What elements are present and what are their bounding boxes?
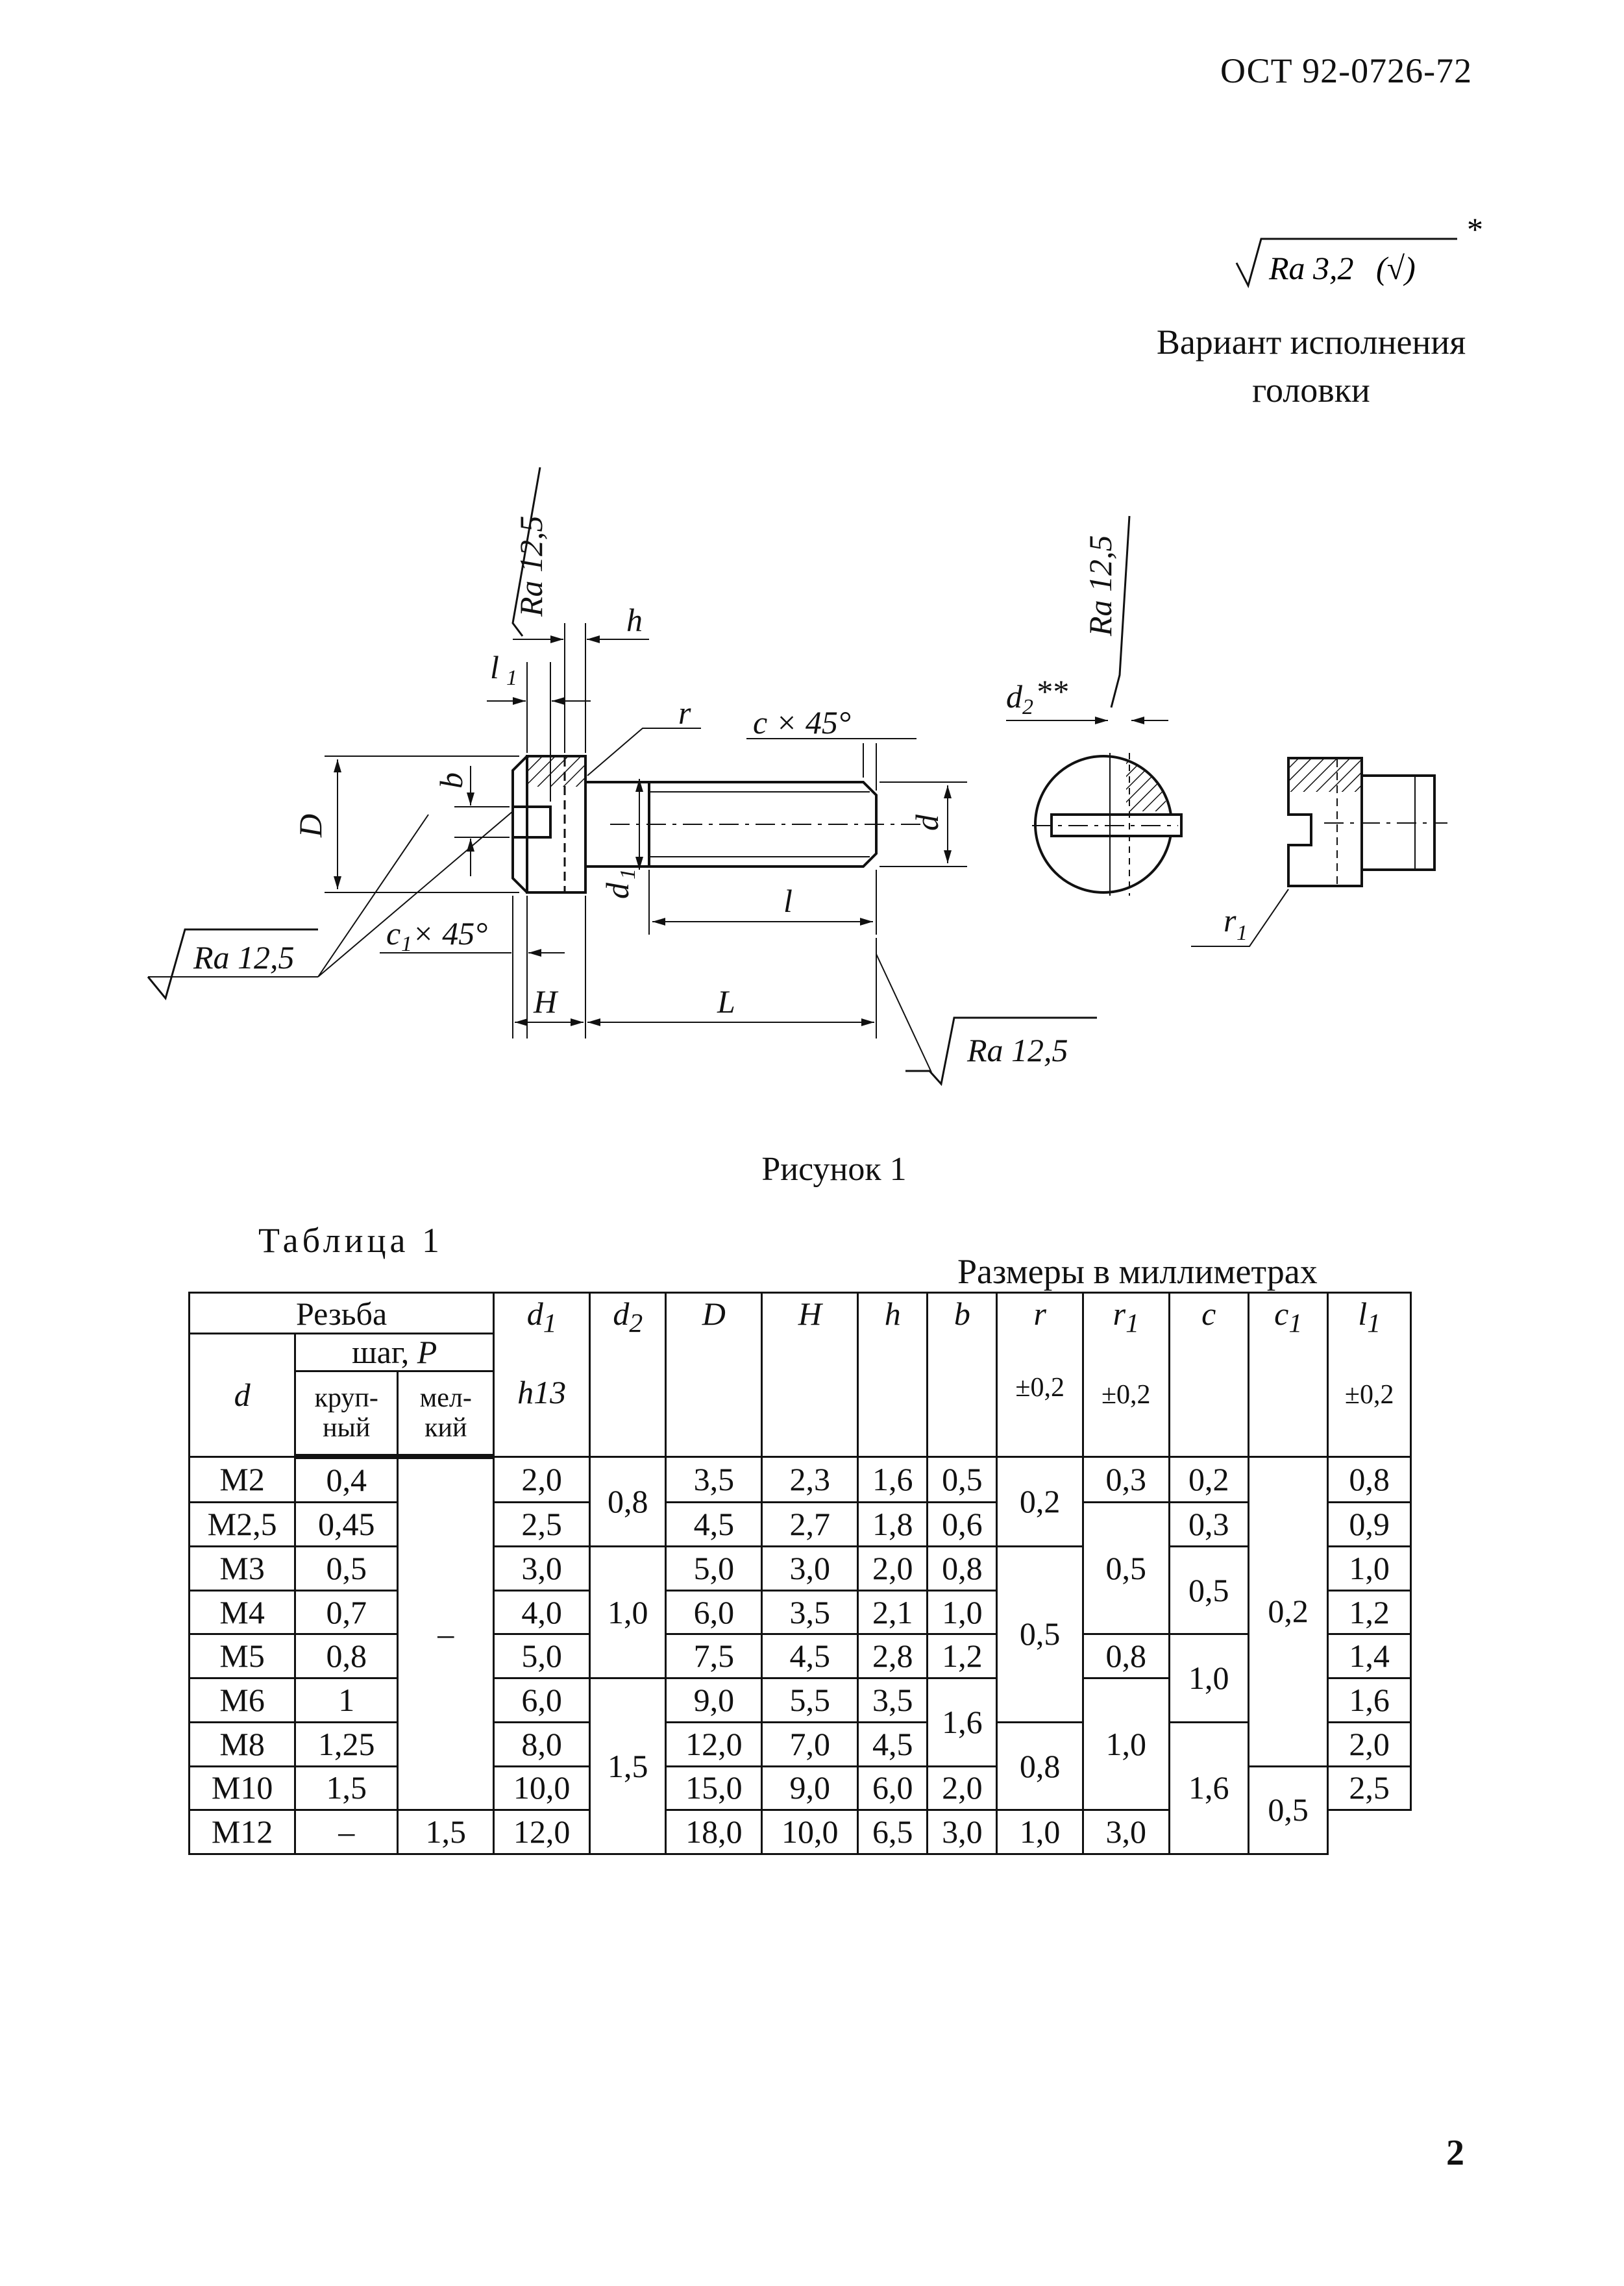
label-ra-bottom: Ra 12,5 — [966, 1032, 1068, 1068]
units-note: Размеры в миллиметрах — [957, 1252, 1318, 1291]
label-r1-sub: 1 — [1236, 921, 1248, 945]
th-D: D — [665, 1292, 763, 1458]
label-r1: r — [1224, 902, 1236, 939]
table-row: M2,5 0,45 2,5 4,5 2,7 1,8 0,6 0,5 0,3 0,… — [188, 1501, 1412, 1636]
label-d2: d — [1006, 678, 1023, 715]
table-row: M12 – 1,5 12,0 18,0 10,0 6,5 3,0 1,0 3,0 — [188, 1809, 1411, 1855]
top-view — [1006, 515, 1183, 896]
th-H: H — [761, 1292, 859, 1458]
th-r: r±0,2 — [996, 1292, 1084, 1458]
table-row: M5 0,8 5,0 7,5 4,5 2,8 1,2 0,8 1,0 1,4 — [188, 1633, 1412, 1723]
variant-caption-line2: головки — [1252, 371, 1370, 410]
label-ra-head: Ra 12,5 — [513, 515, 549, 617]
label-c1: c — [386, 915, 400, 952]
th-c: c — [1168, 1292, 1249, 1458]
figure-caption: Рисунок 1 — [761, 1151, 907, 1188]
label-l1: l — [490, 649, 499, 685]
head-variant-view — [1191, 757, 1447, 947]
table-row: M10 1,5 10,0 15,0 9,0 6,0 2,0 0,5 2,5 — [188, 1765, 1412, 1856]
table-row: M2 0,4 – 2,0 0,8 3,5 2,3 1,6 0,5 0,2 0,3… — [188, 1455, 1412, 1812]
th-pitch: шаг, P — [294, 1332, 495, 1373]
label-d2-mark: ** — [1035, 673, 1068, 709]
header-row-3: круп-ный мел-кий — [190, 1370, 1411, 1460]
roughness-general-symbol: Ra 3,2 (√) * — [1235, 214, 1483, 289]
label-c45: c × 45° — [753, 704, 851, 741]
table-row: M4 0,7 4,0 6,0 3,5 2,1 1,0 1,2 — [188, 1589, 1412, 1636]
header-row-1: Резьба d1 h13 d2 D H h b r±0,2 r1±0,2 c … — [188, 1292, 1412, 1458]
head-slot — [513, 805, 552, 839]
dimensions-table: Резьба d1 h13 d2 D H h b r±0,2 r1±0,2 c … — [188, 1292, 1412, 1856]
label-H: H — [533, 983, 559, 1020]
th-d1: d1 h13 — [493, 1292, 591, 1458]
th-d2: d2 — [589, 1292, 667, 1458]
label-L: L — [717, 983, 735, 1020]
header-row-2: d шаг, P — [188, 1332, 1411, 1458]
label-d2-sub: 2 — [1022, 695, 1033, 719]
label-D: D — [292, 814, 328, 838]
label-r: r — [678, 694, 691, 731]
label-ra-left: Ra 12,5 — [193, 939, 295, 976]
label-d1-sub: 1 — [616, 868, 640, 879]
variant-caption: Вариант исполнения головки — [1103, 318, 1519, 414]
table-row: M6 1 6,0 1,5 9,0 5,5 3,5 1,6 1,0 1,6 — [188, 1677, 1412, 1855]
label-b: b — [433, 772, 469, 789]
th-c1: c1 — [1247, 1292, 1329, 1458]
label-h: h — [626, 602, 643, 638]
variant-caption-line1: Вариант исполнения — [1156, 323, 1466, 362]
table-label: Таблица 1 — [258, 1221, 443, 1260]
label-ra-topview: Ra 12,5 — [1082, 535, 1118, 637]
head-section-hatch — [527, 757, 585, 787]
document-code: ОСТ 92-0726-72 — [1220, 51, 1473, 90]
th-fine: мел-кий — [397, 1370, 495, 1460]
main-view — [147, 467, 1097, 1087]
label-d: d — [909, 814, 945, 831]
th-b: b — [926, 1292, 998, 1458]
th-thread: Резьба — [188, 1292, 495, 1334]
th-coarse: круп-ный — [294, 1370, 399, 1460]
drawing-labels: D b h l 1 r c × 45° d d 1 l c 1 × 45° H … — [193, 515, 1248, 1068]
screw-head-outline — [526, 755, 587, 894]
label-l: l — [783, 883, 793, 919]
roughness-general-label: Ra 3,2 — [1268, 250, 1354, 286]
th-h: h — [857, 1292, 929, 1458]
label-c1-sub: 1 — [401, 932, 412, 956]
head-chamfer — [511, 755, 528, 894]
screw-drawing: D b h l 1 r c × 45° d d 1 l c 1 × 45° H … — [147, 467, 1447, 1087]
cell-fine-dash: – — [397, 1455, 495, 1812]
roughness-general-suffix: (√) — [1376, 250, 1416, 286]
label-d1: d — [599, 882, 635, 899]
th-r1: r1±0,2 — [1081, 1292, 1170, 1458]
th-d1-tol: h13 — [517, 1373, 567, 1410]
roughness-general-mark: * — [1467, 214, 1483, 247]
label-c1-45: × 45° — [412, 915, 487, 952]
label-l1-sub: 1 — [506, 666, 517, 690]
table-row: M8 1,25 8,0 12,0 7,0 4,5 0,8 1,6 2,0 — [188, 1721, 1412, 1856]
th-l1: l1±0,2 — [1327, 1292, 1412, 1458]
th-d: d — [188, 1332, 297, 1458]
table-row: M3 0,5 3,0 1,0 5,0 3,0 2,0 0,8 0,5 0,5 1… — [188, 1545, 1412, 1723]
page-number: 2 — [1446, 2133, 1464, 2173]
